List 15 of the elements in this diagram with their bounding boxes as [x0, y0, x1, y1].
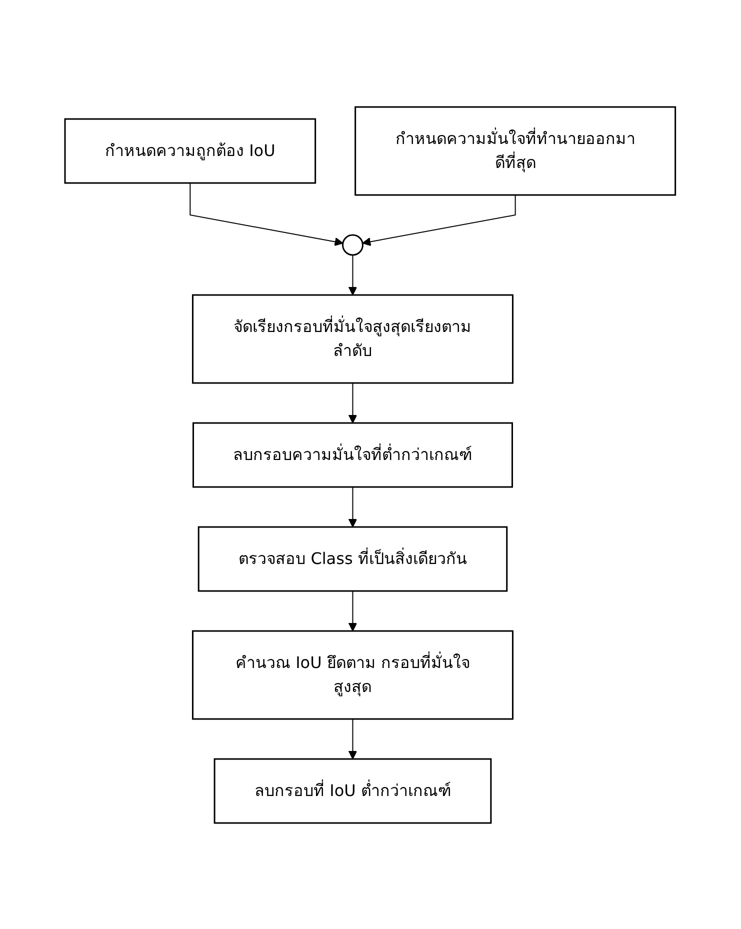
- arrow: [190, 182, 344, 246]
- arrow: [348, 382, 358, 423]
- arrow: [348, 718, 358, 759]
- node-box: ลบกรอบความมั่นใจที่ต่ำกว่าเกณฑ์: [192, 422, 514, 488]
- node-circle: [342, 234, 364, 256]
- arrow: [348, 486, 358, 527]
- arrow: [348, 254, 358, 295]
- arrow: [348, 590, 358, 631]
- node-box: กำหนดความถูกต้อง IoU: [64, 118, 316, 184]
- node-box: คำนวณ IoU ยึดตาม กรอบที่มั่นใจสูงสุด: [192, 630, 514, 720]
- node-box: ลบกรอบที่ IoU ต่ำกว่าเกณฑ์: [214, 758, 492, 824]
- node-box: จัดเรียงกรอบที่มั่นใจสูงสุดเรียงตามลำดับ: [192, 294, 514, 384]
- node-box: กำหนดความมั่นใจที่ทำนายออกมาดีที่สุด: [354, 106, 676, 196]
- arrow: [362, 194, 516, 246]
- node-box: ตรวจสอบ Class ที่เป็นสิ่งเดียวกัน: [198, 526, 508, 592]
